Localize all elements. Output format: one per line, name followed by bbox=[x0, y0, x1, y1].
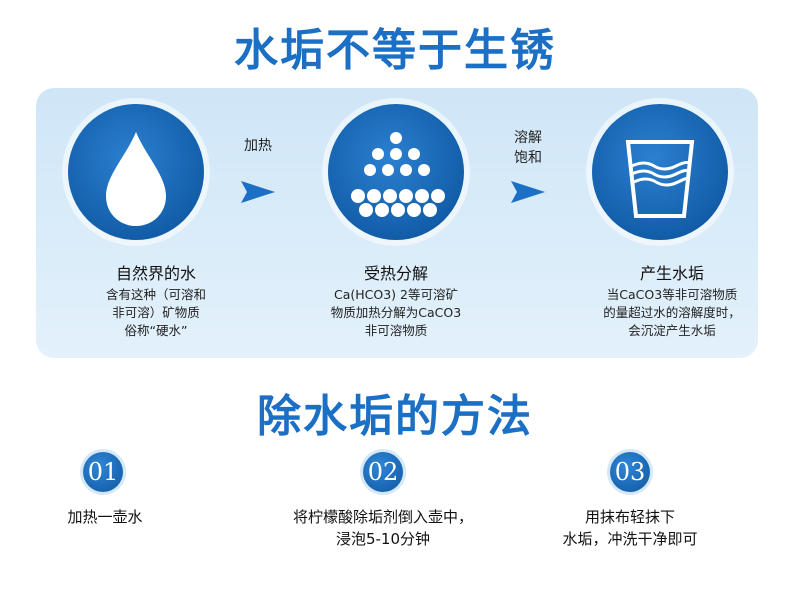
process-panel: 自然界的水 含有这种（可溶和 非可溶）矿物质 俗称“硬水” 加热 bbox=[36, 88, 758, 358]
step-natural-water: 自然界的水 含有这种（可溶和 非可溶）矿物质 俗称“硬水” bbox=[36, 88, 276, 358]
step-heat-decompose: 受热分解 Ca(HCO3) 2等可溶矿 物质加热分解为CaCO3 非可溶物质 bbox=[276, 88, 516, 358]
section-title: 除水垢的方法 bbox=[257, 391, 533, 442]
method-text: 将柠檬酸除垢剂倒入壶中， 浸泡5-10分钟 bbox=[292, 508, 473, 548]
step-number-badge: 01 bbox=[83, 452, 123, 492]
page-title: 水垢不等于生锈 bbox=[234, 25, 556, 76]
step-description: 当CaCO3等非可溶物质 的量超过水的溶解度时， 会沉淀产生水垢 bbox=[603, 287, 741, 338]
method-text: 用抹布轻抹下 水垢，冲洗干净即可 bbox=[562, 508, 698, 548]
water-drop-icon bbox=[68, 104, 204, 240]
arrow-right-icon bbox=[241, 181, 275, 203]
step-number-badge: 03 bbox=[610, 452, 650, 492]
step-description: Ca(HCO3) 2等可溶矿 物质加热分解为CaCO3 非可溶物质 bbox=[330, 287, 462, 338]
method-text: 加热一壶水 bbox=[67, 508, 143, 526]
step-number-badge: 02 bbox=[363, 452, 403, 492]
step-scale-forms: 产生水垢 当CaCO3等非可溶物质 的量超过水的溶解度时， 会沉淀产生水垢 bbox=[516, 88, 756, 358]
step-description: 含有这种（可溶和 非可溶）矿物质 俗称“硬水” bbox=[105, 287, 206, 338]
arrow-right-icon bbox=[511, 181, 545, 203]
arrow-label-saturate: 溶解 饱和 bbox=[514, 130, 542, 166]
arrow-label-heat: 加热 bbox=[244, 138, 272, 154]
step-title: 受热分解 bbox=[363, 264, 428, 283]
step-title: 自然界的水 bbox=[115, 264, 196, 283]
water-glass-icon bbox=[592, 104, 728, 240]
particles-icon bbox=[328, 104, 464, 240]
step-title: 产生水垢 bbox=[639, 264, 704, 283]
